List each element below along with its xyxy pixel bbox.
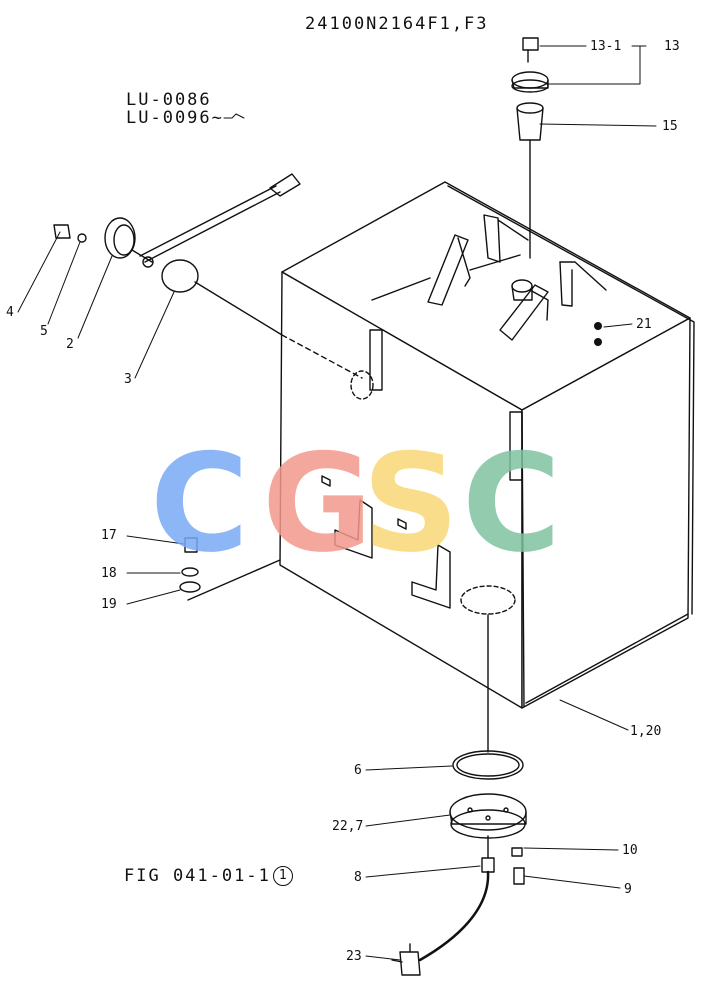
callout-9: 9	[624, 882, 632, 897]
model-range-line2: LU-0096~	[126, 108, 224, 128]
model-range-line1: LU-0086	[126, 90, 212, 110]
callout-18: 18	[101, 566, 117, 581]
callout-15: 15	[662, 119, 678, 134]
right-mount-plate	[509, 411, 523, 481]
callout-3: 3	[124, 372, 132, 387]
top-brackets	[371, 214, 607, 341]
watermark-letter: C	[462, 440, 561, 570]
callout-5: 5	[40, 324, 48, 339]
watermark-graphic: C G S C	[150, 425, 561, 582]
callout-17: 17	[101, 528, 117, 543]
callout-19: 19	[101, 597, 117, 612]
gasket-ring	[452, 750, 524, 780]
callout-10: 10	[622, 843, 638, 858]
callout-23: 23	[346, 949, 362, 964]
callout-4: 4	[6, 305, 14, 320]
callout-8: 8	[354, 870, 362, 885]
callout-22-7: 22,7	[332, 819, 364, 834]
callout-1-20: 1,20	[630, 724, 662, 739]
callout-13-1: 13-1	[590, 39, 622, 54]
watermark-letter: S	[362, 440, 459, 570]
figure-label-text: FIG 041-01-1	[124, 866, 271, 886]
foot-bracket-right	[411, 544, 451, 609]
watermark-letter: G	[262, 440, 373, 570]
drawing-code: 24100N2164F1,F3	[305, 14, 489, 34]
callout-21: 21	[636, 317, 652, 332]
fuel-gauge-sender	[53, 173, 301, 293]
callout-6: 6	[354, 763, 362, 778]
left-mount-plate	[369, 329, 383, 391]
figure-circled-number: 1	[272, 866, 293, 886]
tank-side-face	[521, 317, 691, 709]
cgsc-watermark: C G S C	[150, 425, 580, 582]
callout-2: 2	[66, 337, 74, 352]
watermark-letter: C	[150, 440, 249, 570]
foot-bracket-left	[334, 499, 373, 559]
callout-13: 13	[664, 39, 680, 54]
filler-cap-assembly	[511, 37, 549, 141]
